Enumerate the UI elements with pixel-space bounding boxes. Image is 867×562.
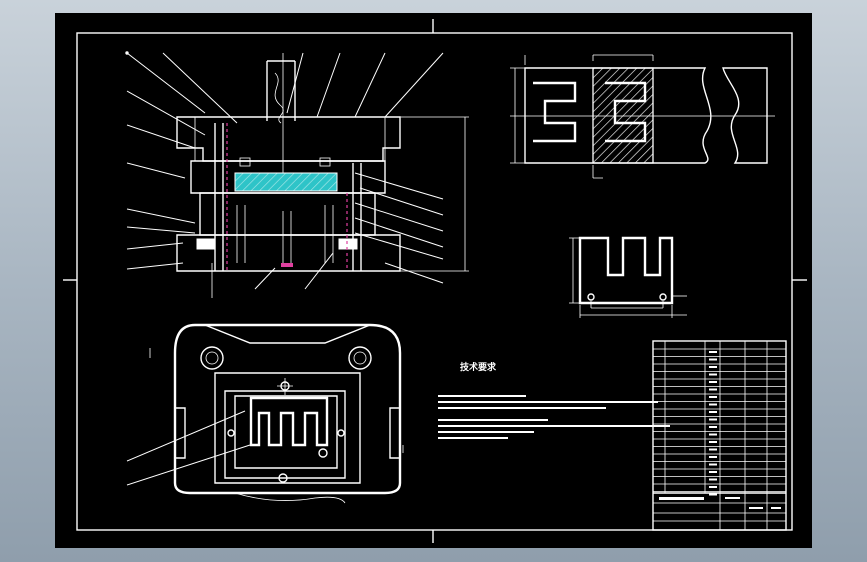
die-plan-view (126, 323, 404, 504)
drawing-border (63, 19, 807, 543)
tech-requirements-title: 技术要求 (460, 361, 497, 373)
parts-list-rows (653, 348, 786, 496)
cad-viewport[interactable]: 技术要求 (55, 13, 812, 548)
drawing-canvas: 技术要求 (63, 19, 807, 543)
tech-requirements-lines (438, 395, 670, 439)
die-section-view (125, 51, 469, 298)
title-block (652, 340, 787, 531)
technical-requirements: 技术要求 (438, 361, 670, 439)
part-view (569, 236, 687, 318)
strip-layout-view (510, 54, 775, 179)
